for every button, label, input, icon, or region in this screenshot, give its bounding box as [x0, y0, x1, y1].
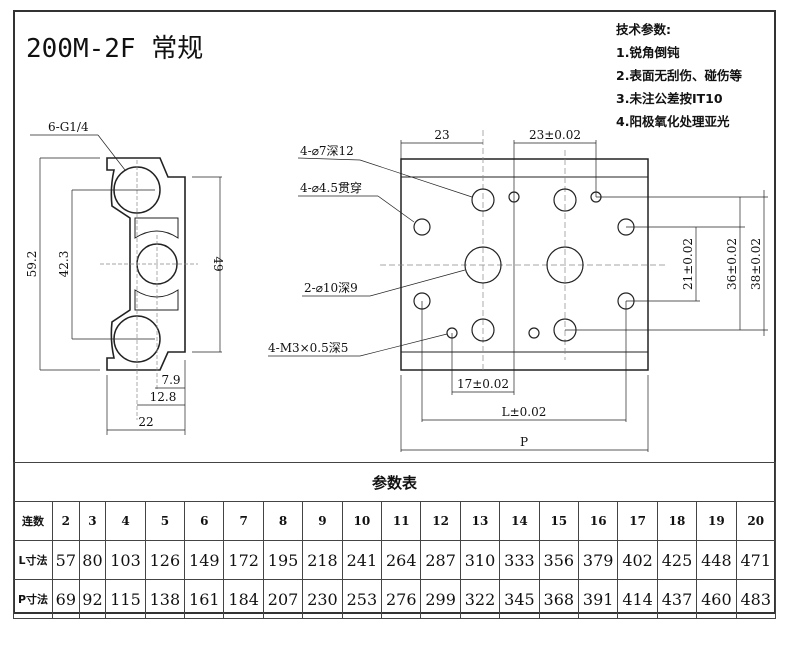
table-cell: 69 [52, 579, 80, 619]
table-cell: 4 [105, 501, 146, 541]
drawing-title: 200M-2F 常规 [26, 34, 204, 64]
dim-7-9: 7.9 [161, 373, 180, 387]
dim-22: 22 [138, 415, 153, 429]
table-cell: 299 [420, 579, 461, 619]
table-cell: 126 [144, 540, 186, 580]
table-cell: 3 [78, 501, 107, 541]
table-cell: 437 [656, 579, 698, 619]
table-cell: 92 [78, 579, 107, 619]
technical-drawing: 6-G1/4 59.2 42.3 49 7.9 12.8 22 [25, 120, 768, 452]
table-cell: 287 [420, 540, 461, 580]
table-cell: 11 [381, 501, 422, 541]
table-cell: 115 [105, 579, 146, 619]
table-cell: 276 [381, 579, 422, 619]
table-cell: 264 [381, 540, 422, 580]
table-cell: 241 [341, 540, 383, 580]
table-cell: 356 [538, 540, 580, 580]
table-cell: 57 [52, 540, 80, 580]
table-cell: 425 [656, 540, 698, 580]
table-cell: 8 [262, 501, 304, 541]
dim-23-tol: 23±0.02 [529, 128, 581, 142]
table-cell: 18 [656, 501, 698, 541]
table-cell: 310 [459, 540, 501, 580]
table-cell: 471 [735, 540, 777, 580]
table-cell: 19 [696, 501, 737, 541]
table-cell: 333 [499, 540, 540, 580]
table-cell: 368 [538, 579, 580, 619]
table-cell: 7 [223, 501, 264, 541]
table-cell: 80 [78, 540, 107, 580]
table-cell: 138 [144, 579, 186, 619]
port-label: 6-G1/4 [48, 120, 89, 134]
table-cell: 218 [302, 540, 343, 580]
table-cell: 2 [52, 501, 80, 541]
table-cell: 149 [184, 540, 225, 580]
profile-section-view: 6-G1/4 59.2 42.3 49 7.9 12.8 22 [25, 120, 225, 435]
table-cell: 195 [262, 540, 304, 580]
table-cell: 448 [696, 540, 737, 580]
table-cell: 161 [184, 579, 225, 619]
dim-21: 21±0.02 [681, 238, 695, 290]
table-cell: 379 [577, 540, 619, 580]
table-cell: 414 [617, 579, 658, 619]
table-cell: 13 [459, 501, 501, 541]
tech-item: 2.表面无刮伤、碰伤等 [616, 68, 742, 83]
dim-23: 23 [434, 128, 449, 142]
table-cell: 253 [341, 579, 383, 619]
row-label: 连数 [13, 501, 53, 541]
table-cell: 9 [302, 501, 343, 541]
tech-item: 3.未注公差按IT10 [616, 91, 723, 106]
label-m3: 4-M3×0.5深5 [268, 341, 348, 355]
table-cell: 460 [696, 579, 737, 619]
dim-49: 49 [211, 256, 225, 271]
table-caption: 参数表 [13, 462, 776, 502]
table-cell: 14 [499, 501, 540, 541]
table-cell: 402 [617, 540, 658, 580]
table-cell: 6 [184, 501, 225, 541]
table-cell: 345 [499, 579, 540, 619]
dim-38: 38±0.02 [749, 238, 763, 290]
dim-17: 17±0.02 [457, 377, 509, 391]
label-hole-10: 2-⌀10深9 [304, 281, 358, 295]
table-cell: 15 [538, 501, 580, 541]
dim-59-2: 59.2 [25, 251, 39, 278]
table-cell: 207 [262, 579, 304, 619]
table-cell: 20 [735, 501, 777, 541]
table-cell: 16 [577, 501, 619, 541]
table-cell: 483 [735, 579, 777, 619]
dim-L: L±0.02 [502, 405, 547, 419]
table-cell: 184 [223, 579, 264, 619]
label-hole-4-5: 4-⌀4.5贯穿 [300, 180, 362, 195]
dim-12-8: 12.8 [150, 390, 177, 404]
dim-42-3: 42.3 [57, 251, 71, 278]
table-cell: 322 [459, 579, 501, 619]
tech-heading: 技术参数: [616, 22, 671, 37]
dim-36: 36±0.02 [725, 238, 739, 290]
table-cell: 10 [341, 501, 383, 541]
table-cell: 12 [420, 501, 461, 541]
plan-view: 23 23±0.02 4-⌀7深12 4-⌀4.5贯穿 2-⌀10深9 4-M3… [268, 128, 768, 452]
tech-item: 1.锐角倒钝 [616, 45, 680, 60]
table-cell: 230 [302, 579, 343, 619]
table-cell: 17 [617, 501, 658, 541]
table-cell: 391 [577, 579, 619, 619]
table-cell: 172 [223, 540, 264, 580]
table-cell: 5 [144, 501, 186, 541]
technical-requirements: 技术参数: 1.锐角倒钝 2.表面无刮伤、碰伤等 3.未注公差按IT10 4.阳… [616, 18, 742, 133]
table-cell: 103 [105, 540, 146, 580]
label-hole-7: 4-⌀7深12 [300, 144, 354, 158]
row-label: L寸法 [13, 540, 53, 580]
dim-P: P [520, 435, 528, 449]
row-label: P寸法 [13, 579, 53, 619]
tech-item: 4.阳极氧化处理亚光 [616, 114, 730, 129]
